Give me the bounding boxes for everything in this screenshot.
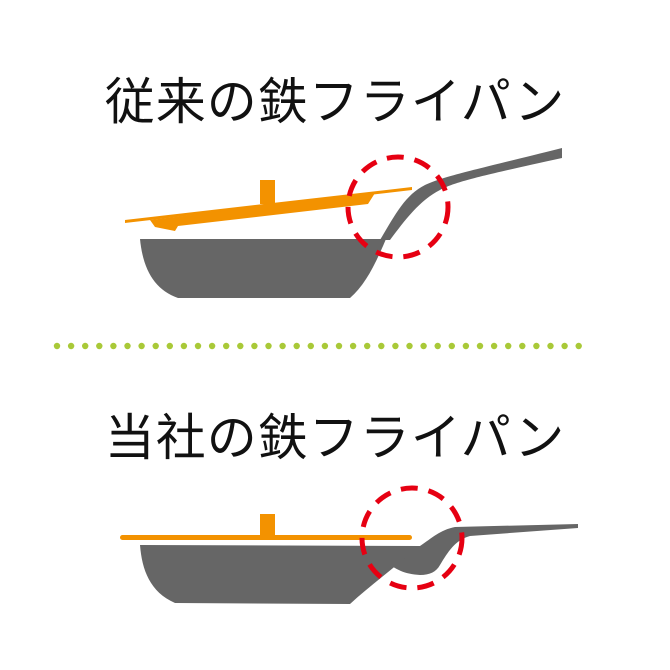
divider-dot bbox=[392, 342, 399, 350]
divider-dot bbox=[82, 342, 89, 350]
dotted-divider bbox=[53, 342, 582, 350]
divider-dot bbox=[223, 342, 230, 350]
divider-dot bbox=[53, 342, 61, 350]
divider-dot bbox=[166, 342, 173, 350]
divider-dot bbox=[96, 342, 103, 350]
divider-dot bbox=[533, 342, 540, 350]
our-pan-body bbox=[140, 545, 420, 604]
divider-dot bbox=[251, 342, 258, 350]
our-pan bbox=[120, 485, 578, 604]
divider-dot bbox=[462, 342, 470, 350]
divider-dot bbox=[335, 342, 343, 350]
divider-dot bbox=[490, 342, 498, 350]
conventional-pan-title: 従来の鉄フライパン bbox=[104, 73, 566, 131]
divider-dot bbox=[448, 342, 455, 350]
divider-dot bbox=[406, 342, 413, 350]
highlight-circle bbox=[359, 485, 465, 591]
conventional-pan-lid bbox=[125, 180, 412, 231]
divider-dot bbox=[561, 342, 568, 350]
divider-dot bbox=[321, 342, 329, 350]
divider-dot bbox=[265, 342, 272, 350]
divider-dot bbox=[138, 342, 145, 350]
divider-dot bbox=[237, 342, 244, 350]
our-pan-lid bbox=[120, 514, 412, 540]
divider-dot bbox=[194, 342, 202, 350]
divider-dot bbox=[279, 342, 286, 350]
divider-dot bbox=[476, 342, 484, 350]
divider-dot bbox=[364, 342, 371, 350]
our-pan-title: 当社の鉄フライパン bbox=[104, 409, 566, 467]
divider-dot bbox=[519, 342, 526, 350]
our-pan-handle bbox=[385, 524, 578, 575]
divider-dot bbox=[434, 342, 441, 350]
divider-dot bbox=[349, 342, 357, 350]
divider-dot bbox=[152, 342, 159, 350]
divider-dot bbox=[575, 342, 582, 350]
divider-dot bbox=[293, 342, 300, 350]
lid-knob bbox=[260, 514, 275, 536]
divider-dot bbox=[378, 342, 385, 350]
divider-dot bbox=[110, 342, 117, 350]
highlight-circle bbox=[345, 154, 451, 260]
divider-dot bbox=[67, 342, 75, 350]
divider-dot bbox=[505, 342, 512, 350]
divider-dot bbox=[307, 342, 314, 350]
conventional-pan bbox=[125, 148, 562, 298]
divider-dot bbox=[180, 342, 188, 350]
conventional-pan-body bbox=[140, 239, 386, 298]
divider-dot bbox=[547, 342, 554, 350]
lid-knob bbox=[260, 180, 275, 204]
divider-dot bbox=[124, 342, 131, 350]
conventional-pan-handle bbox=[380, 148, 562, 240]
divider-dot bbox=[208, 342, 216, 350]
divider-dot bbox=[420, 342, 427, 350]
